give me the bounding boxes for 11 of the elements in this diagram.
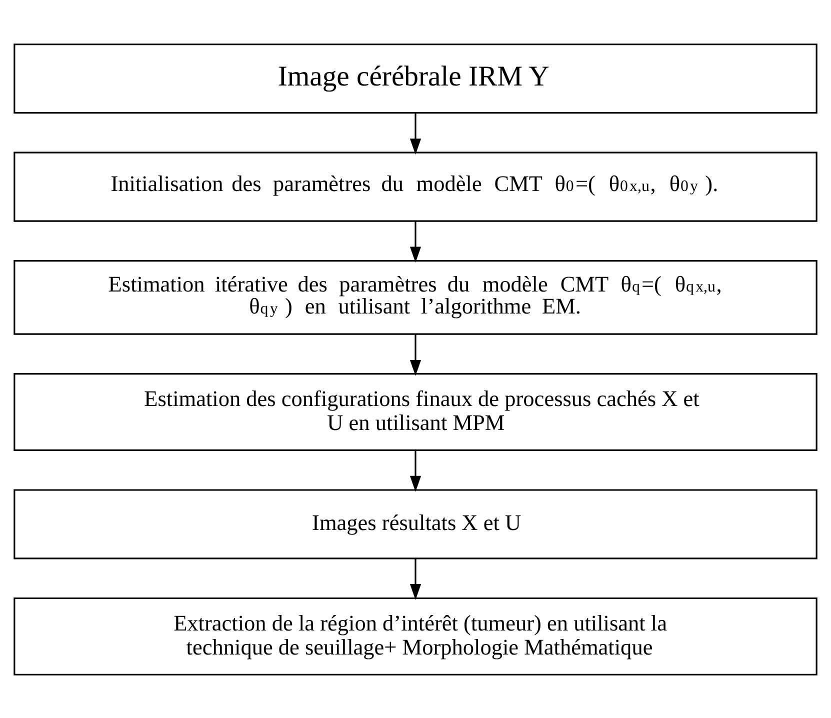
node-box: Extraction de la région d’intérêt (tumeur) en utilisant la technique de seuillage+ Morphologie Mathématique: [14, 596, 818, 675]
node-box: Images résultats X et U: [14, 488, 818, 559]
arrow: [410, 450, 422, 492]
node-box: Estimation des configurations finaux de processus cachés X et U en utilisant MPM: [14, 372, 818, 451]
arrow: [410, 334, 422, 376]
arrow: [410, 112, 422, 154]
arrow: [410, 558, 422, 600]
node-box: Image cérébrale IRM Y: [14, 43, 818, 114]
node-box: Estimation itérative des paramètres du modèle CMT θq=( θqx,u, θqy ) en utilisant l’algorithme EM.: [14, 260, 818, 334]
node-box: Initialisation des paramètres du modèle CMT θ0=( θ0x,u, θ0y ).: [14, 151, 818, 222]
arrow: [410, 220, 422, 262]
